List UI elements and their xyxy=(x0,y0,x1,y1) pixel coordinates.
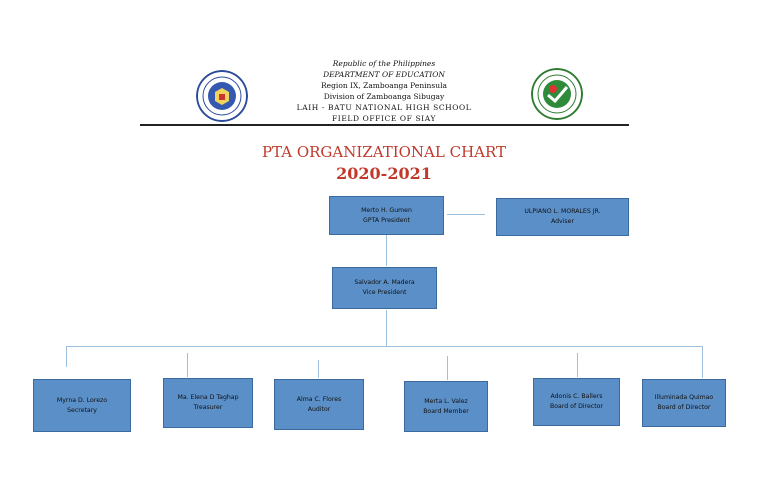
node-name: Adonis C. Ballers xyxy=(550,393,603,400)
node-role: Board Member xyxy=(423,407,469,415)
node-name: Illuminada Quimao xyxy=(654,394,714,401)
node-board-member: Merta L. Valez Board Member xyxy=(404,381,488,432)
connector-president-vp xyxy=(386,235,387,266)
node-role: GPTA President xyxy=(363,216,410,224)
node-vice-president: Salvador A. Madera Vice President xyxy=(332,267,437,309)
node-role: Auditor xyxy=(307,405,331,413)
connector-president-adviser xyxy=(447,214,485,215)
node-name: Alma C. Flores xyxy=(296,395,342,403)
header-republic: Republic of the Philippines xyxy=(332,59,436,68)
node-name: Ma. Elena D Taghap xyxy=(177,394,239,401)
connector-drop-auditor xyxy=(318,360,319,378)
header-department: DEPARTMENT OF EDUCATION xyxy=(323,70,445,79)
node-name: Merto H. Gumen xyxy=(361,206,412,214)
node-role: Secretary xyxy=(67,406,97,414)
node-role: Adviser xyxy=(550,218,574,225)
node-treasurer: Ma. Elena D Taghap Treasurer xyxy=(163,378,253,428)
node-name: Myrna D. Lorezo xyxy=(56,396,108,404)
division-seal-icon xyxy=(531,68,583,120)
header-office: FIELD OFFICE OF SIAY xyxy=(331,114,437,123)
node-role: Board of Director xyxy=(550,403,603,410)
node-role: Vice President xyxy=(362,289,407,296)
connector-horizontal xyxy=(66,346,702,347)
node-name: Salvador A. Madera xyxy=(354,279,415,286)
node-adviser: ULPIANO L. MORALES JR. Adviser xyxy=(496,198,629,236)
chart-year: 2020-2021 xyxy=(336,164,432,183)
connector-drop-director1 xyxy=(577,353,578,377)
node-director-2: Illuminada Quimao Board of Director xyxy=(642,379,726,427)
connector-vp-down xyxy=(386,310,387,346)
connector-drop-secretary xyxy=(66,346,67,367)
node-role: Board of Director xyxy=(657,404,711,411)
connector-drop-director2 xyxy=(702,346,703,378)
header-region: Region IX, Zamboanga Peninsula xyxy=(321,81,447,90)
connector-drop-board-member xyxy=(447,356,448,380)
connector-drop-treasurer xyxy=(187,353,188,377)
node-name: ULPIANO L. MORALES JR. xyxy=(524,208,601,215)
node-secretary: Myrna D. Lorezo Secretary xyxy=(33,379,131,432)
node-auditor: Alma C. Flores Auditor xyxy=(274,379,364,430)
header-division: Division of Zamboanga Sibugay xyxy=(323,92,445,101)
node-president: Merto H. Gumen GPTA President xyxy=(329,196,444,235)
node-director-1: Adonis C. Ballers Board of Director xyxy=(533,378,620,426)
chart-title: PTA ORGANIZATIONAL CHART xyxy=(261,143,507,161)
deped-seal-icon xyxy=(196,70,248,122)
letterhead: Republic of the Philippines DEPARTMENT O… xyxy=(250,58,518,124)
header-school: LAIH - BATU NATIONAL HIGH SCHOOL xyxy=(296,103,472,112)
node-name: Merta L. Valez xyxy=(424,397,468,405)
header-divider xyxy=(140,124,629,126)
node-role: Treasurer xyxy=(193,404,223,411)
